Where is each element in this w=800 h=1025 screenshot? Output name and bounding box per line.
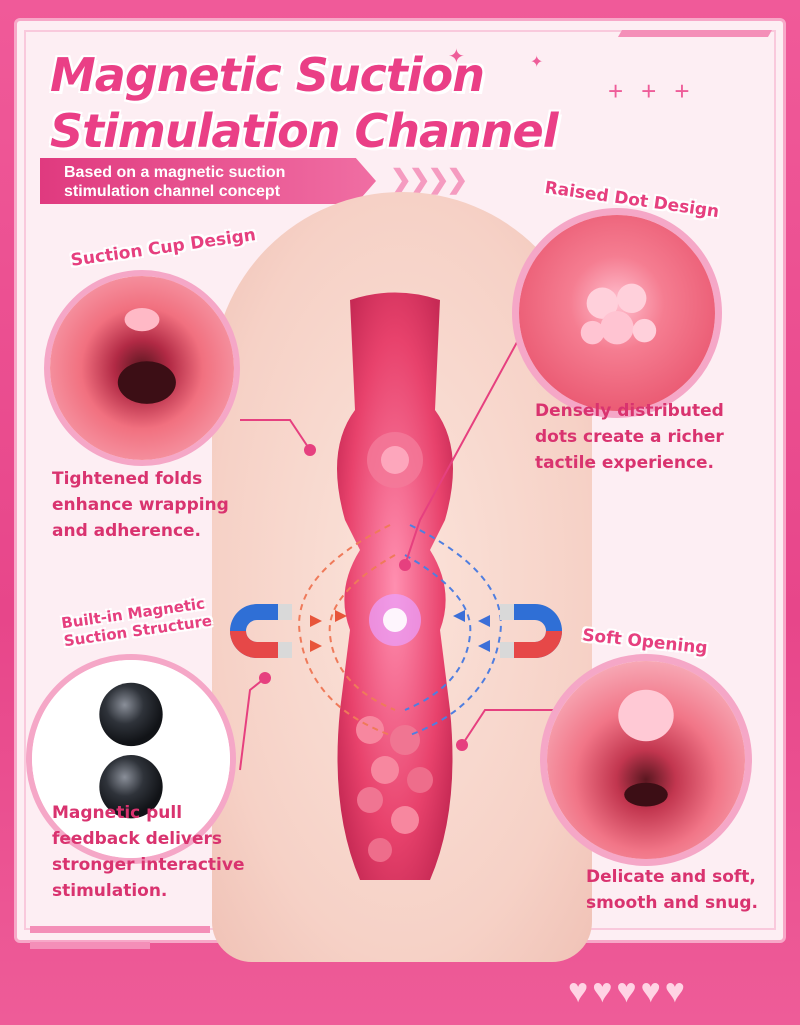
- magnetic-field-lines: [298, 524, 502, 736]
- plus-decor-icon: +++: [608, 76, 708, 106]
- raised-dot-description: Densely distributed dots create a richer…: [535, 401, 724, 473]
- page-title-line1: Magnetic Suction: [50, 48, 485, 102]
- suction-cup-image: [44, 270, 240, 466]
- magnetic-image: [26, 654, 236, 864]
- magnet-icon: [230, 604, 292, 658]
- subtitle-line2: stimulation channel concept: [64, 183, 281, 200]
- soft-opening-image: [540, 654, 752, 866]
- magnet-icon: [500, 604, 562, 658]
- sparkle-icon: ✦: [448, 46, 465, 68]
- chevrons-icon: ❯❯❯❯: [390, 164, 468, 194]
- heart-icon: ♥♥♥♥♥: [568, 972, 689, 1010]
- page-title-line2: Stimulation Channel: [50, 104, 559, 158]
- decor-stripe: [30, 926, 210, 933]
- sparkle-icon: ✦: [530, 54, 544, 71]
- decor-stripe: [30, 942, 150, 949]
- suction-cup-description: Tightened folds enhance wrapping and adh…: [52, 469, 229, 541]
- channel-illustration: [337, 292, 453, 880]
- soft-opening-description: Delicate and soft, smooth and snug.: [586, 867, 758, 913]
- subtitle-banner: Based on a magnetic suction stimulation …: [40, 158, 376, 204]
- raised-dot-image: [512, 208, 722, 418]
- subtitle-line1: Based on a magnetic suction: [64, 164, 286, 181]
- magnetic-description: Magnetic pull feedback delivers stronger…: [52, 803, 245, 901]
